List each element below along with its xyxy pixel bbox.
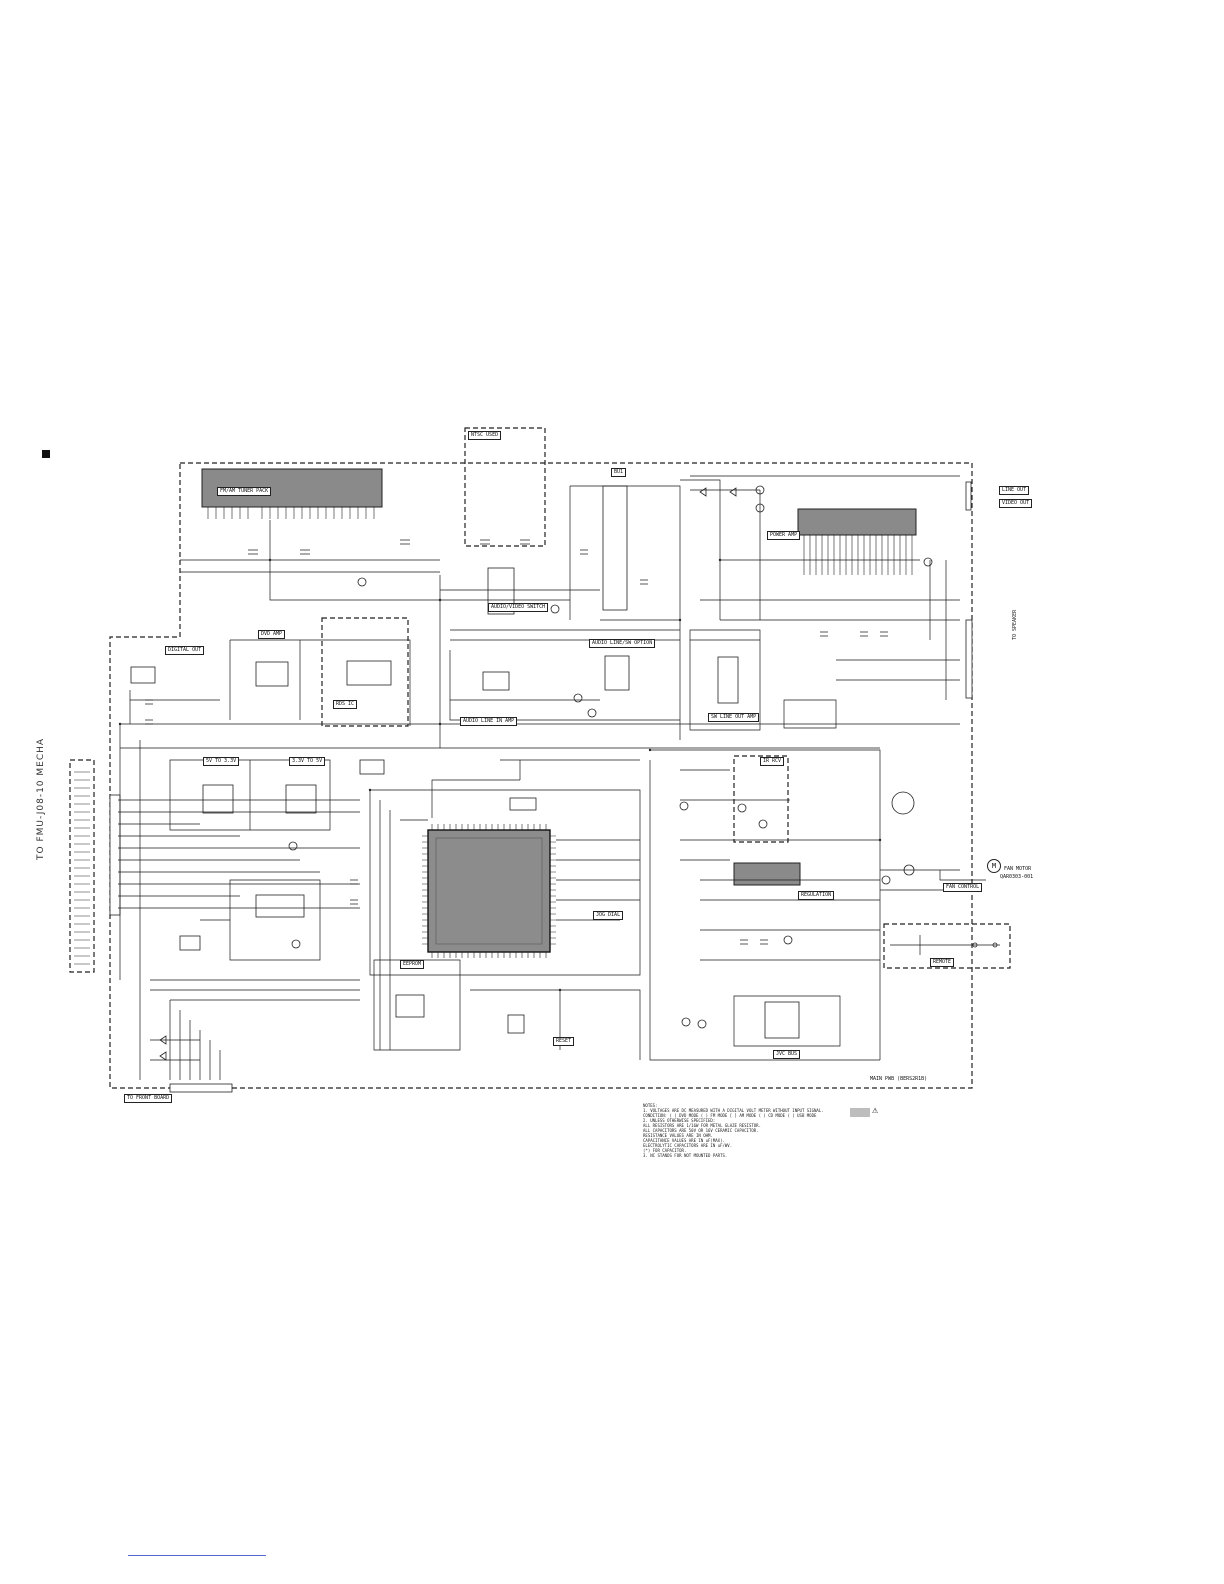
solder-dots	[118, 558, 882, 992]
footer-link-line	[128, 1555, 266, 1556]
jog-dial-label: JOG DIAL	[593, 911, 624, 920]
notes-line: ALL CAPACITORS ARE 50V OR 16V CERAMIC CA…	[643, 1128, 759, 1133]
poweramp-pins	[803, 535, 913, 575]
board-border	[69, 427, 1011, 1089]
notes-line: CAPACITANCE VALUES ARE IN uF(MAX).	[643, 1138, 725, 1143]
section-marker	[42, 450, 50, 458]
notes-line: 2. UNLESS OTHERWISE SPECIFIED:	[643, 1118, 716, 1123]
regulator-ic	[733, 862, 801, 886]
notes-line: 3. NC STANDS FOR NOT MOUNTED PARTS.	[643, 1153, 728, 1158]
ntsc-used-label: NTSC USED	[468, 431, 502, 440]
audio-line-switch-label: AUDIO LINE/SW OPTION	[589, 639, 656, 648]
main-pwb-label: MAIN PWB (BERS2R1B)	[870, 1076, 928, 1082]
cpu-pins	[422, 824, 556, 958]
fan-control-label: FAN CONTROL	[943, 883, 983, 892]
fan-motor-symbol: M	[987, 859, 1001, 873]
notes-line: ALL RESISTORS ARE 1/16W FOR METAL GLAZE …	[643, 1123, 762, 1128]
reset-label: RESET	[553, 1037, 575, 1046]
audio-video-switch-label: AUDIO/VIDEO SWITCH	[488, 603, 549, 612]
dvd-amp-label: DVD AMP	[258, 630, 286, 639]
components	[145, 485, 998, 1061]
notes-line: NOTES:	[643, 1103, 658, 1108]
front-board-label: TO FRONT BOARD	[124, 1094, 173, 1103]
rds-ic-label: RDS IC	[333, 700, 358, 709]
bu1-label: BU1	[611, 468, 627, 477]
notes-line: 1. VOLTAGES ARE DC MEASURED WITH A DIGIT…	[643, 1108, 824, 1113]
speaker-out-label: TO SPEAKER	[1012, 609, 1018, 640]
sw-line-out-amp-label: SW LINE OUT AMP	[708, 713, 760, 722]
power-amp-label: POWER AMP	[767, 531, 801, 540]
tuner-pins	[207, 507, 375, 519]
line-out-label: LINE OUT	[999, 486, 1030, 495]
warning-icon: ⚠	[872, 1105, 879, 1116]
fan-motor-label: FAN MOTOR	[1004, 866, 1032, 872]
notes-line: (*) FOR CAPACITOR.	[643, 1148, 687, 1153]
digital-out-label: DIGITAL OUT	[165, 646, 205, 655]
notes-line: RESISTANCE VALUES ARE IN OHM.	[643, 1133, 713, 1138]
eeprom-label: EEPROM	[400, 960, 425, 969]
wiring	[118, 475, 1000, 1080]
small-ics	[130, 485, 915, 1039]
remote-label: REMOTE	[930, 958, 955, 967]
ic-chips	[201, 468, 917, 953]
mecha-side-label: TO FMU-J08-10 MECHA	[36, 737, 46, 860]
audio-line-in-amp-label: AUDIO LINE IN AMP	[460, 717, 518, 726]
connectors	[109, 481, 973, 1093]
video-out-label: VIDEO OUT	[999, 499, 1033, 508]
33v-to-5v-label: 3.3V TO 5V	[289, 757, 326, 766]
jvc-bus-label: JVC BUS	[773, 1050, 801, 1059]
main-cpu-ic	[427, 829, 551, 953]
ir-rcv-label: IR RCV	[760, 757, 785, 766]
mecha-connector-pins	[74, 771, 90, 965]
fan-motor-part-label: QAR0303-001	[1000, 874, 1034, 880]
power-amp-ic	[797, 508, 917, 536]
notes-line: ELECTROLYTIC CAPACITORS ARE IN uF/WV.	[643, 1143, 733, 1148]
notes-line: CONDITION: ( ) DVD MODE ( ) FM MODE [ ] …	[643, 1113, 817, 1118]
safety-legend-swatch	[850, 1108, 870, 1117]
sv-to-33v-label: 5V TO 3.3V	[203, 757, 240, 766]
tuner-pack-label: FM/AM TUNER PACK	[217, 487, 272, 496]
schematic-notes: NOTES: 1. VOLTAGES ARE DC MEASURED WITH …	[643, 1103, 853, 1158]
regulation-label: REGULATION	[798, 891, 835, 900]
